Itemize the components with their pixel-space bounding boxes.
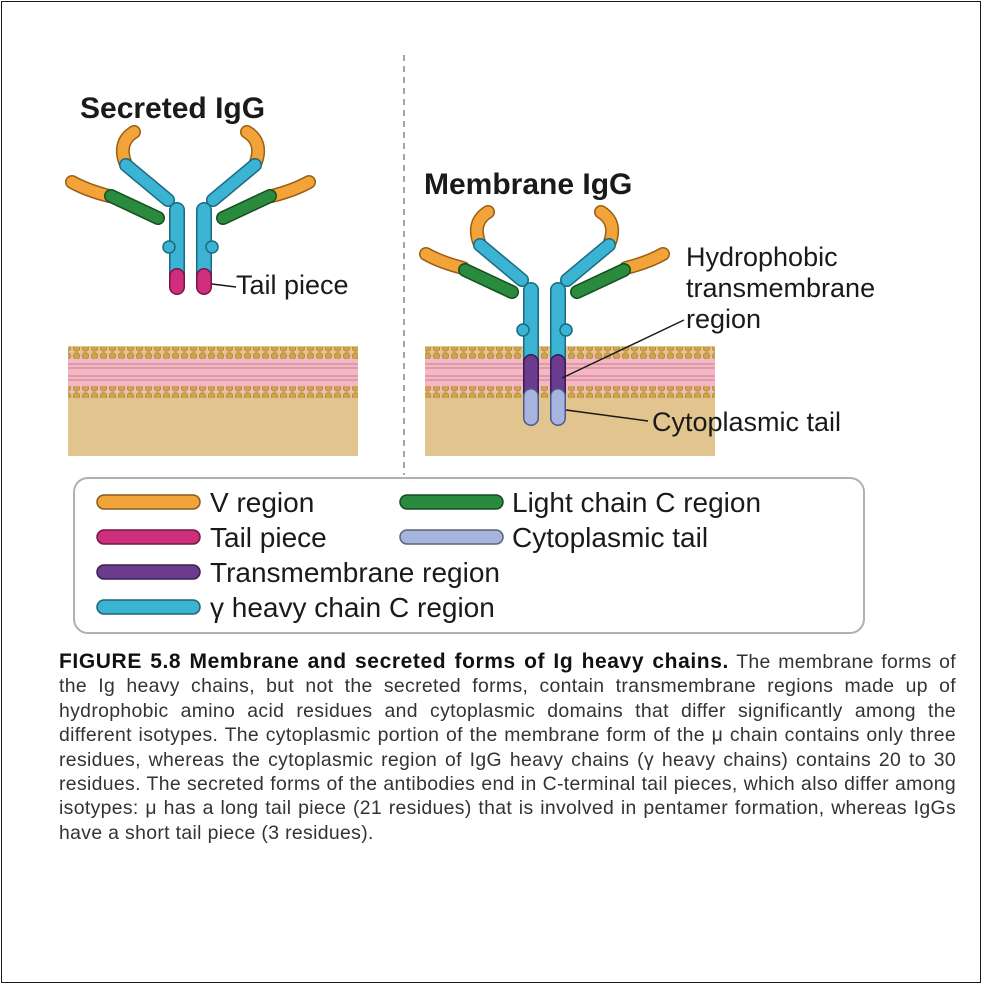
hydrophobic-label-line-2: transmembrane [686,273,875,303]
membrane-left [68,346,358,456]
light-chain-c-right [217,190,276,224]
membrane-right [425,346,715,456]
membrane-top-heads-right [425,347,715,359]
legend-swatch-heavy-chain-c [96,599,201,615]
hinge-bump-right-m [559,323,573,337]
tail-piece-leader [211,283,237,288]
tail-piece-label: Tail piece [236,270,349,300]
membrane-bottom-heads-right [425,386,715,398]
legend-swatch-tail-piece [96,529,201,545]
legend-swatch-cytoplasmic-tail [399,529,504,545]
heavy-chain-arm-left [120,159,174,206]
ig-diagram: Secreted IgG [65,55,883,634]
legend-label-tail-piece: Tail piece [210,522,327,553]
v-region-heavy-right-m [595,206,618,248]
heavy-chain-arm-left-m [474,239,528,286]
v-region-heavy-right [241,126,264,168]
secreted-igg-antibody [65,125,316,295]
legend-label-transmembrane: Transmembrane region [210,557,500,588]
legend-label-light-chain-c: Light chain C region [512,487,761,518]
light-chain-c-right-m [571,264,630,298]
heavy-chain-arm-right-m [561,239,615,286]
membrane-igg-antibody [419,205,670,426]
secreted-igg-title: Secreted IgG [80,92,265,125]
hydrophobic-label-line-1: Hydrophobic [686,242,838,272]
caption-heading: FIGURE 5.8 Membrane and secreted forms o… [59,650,729,673]
membrane-igg-title: Membrane IgG [424,168,632,201]
hinge-bump-left-m [516,323,530,337]
legend-swatch-v-region [96,494,201,510]
heavy-chain-arm-right [207,159,261,206]
v-region-heavy-left-m [471,206,494,248]
legend-swatch-light-chain-c [399,494,504,510]
hinge-bump-left [162,240,176,254]
light-chain-c-left [105,190,164,224]
legend-swatch-transmembrane [96,564,201,580]
membrane-bottom-heads-left [68,386,358,398]
hydrophobic-label-line-3: region [686,304,761,334]
legend-label-heavy-chain-c: γ heavy chain C region [210,592,495,623]
legend-box [73,477,865,634]
hydrophobic-leader [561,319,685,379]
hinge-bump-right [205,240,219,254]
v-region-heavy-left [117,126,140,168]
caption-body: The membrane forms of the Ig heavy chain… [59,651,956,844]
cytoplasmic-leader [565,409,649,422]
cytoplasmic-tail-label: Cytoplasmic tail [652,407,841,437]
light-chain-c-left-m [459,264,518,298]
figure-caption: FIGURE 5.8 Membrane and secreted forms o… [59,650,956,845]
legend-label-v-region: V region [210,487,314,518]
legend-label-cytoplasmic-tail: Cytoplasmic tail [512,522,708,553]
hydrophobic-label: Hydrophobic transmembrane region [686,242,883,334]
membrane-top-heads-left [68,347,358,359]
